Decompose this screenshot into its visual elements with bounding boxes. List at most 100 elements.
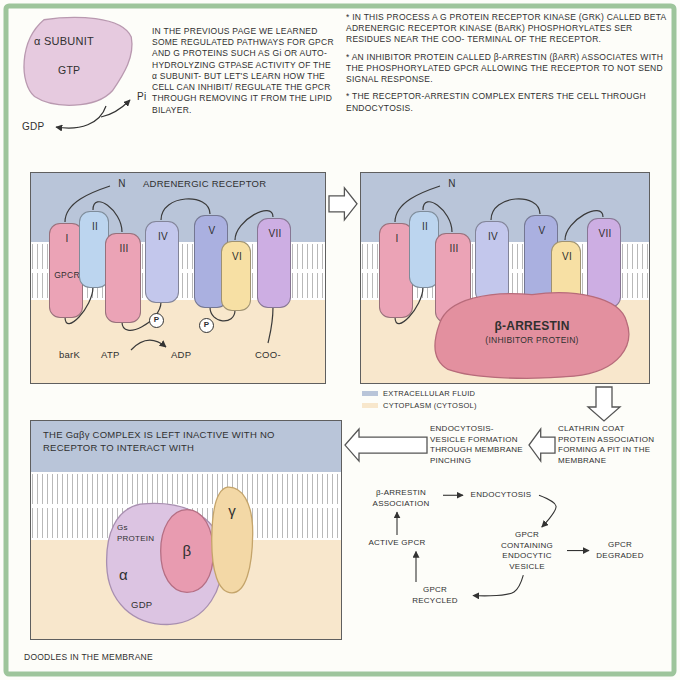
alpha-subunit-blob-fill xyxy=(24,17,132,105)
cycle-text: GPCR DEGRADED xyxy=(592,540,648,561)
text-slot: IV xyxy=(476,230,510,243)
arrestin-blob: β-ARRESTIN(INHIBITOR PROTEIN) xyxy=(427,285,637,381)
helix-segment: IGPCR xyxy=(49,223,83,318)
legend-text: CYTOPLASM (CYTOSOL) xyxy=(383,401,477,411)
panel-label: N xyxy=(115,177,129,190)
text-slot: VI xyxy=(222,250,252,263)
helix-segment: VI xyxy=(221,241,251,311)
alpha-subunit-blob-outline xyxy=(18,14,136,110)
phosphorylation-arrow xyxy=(131,340,166,350)
step-note: ENDOCYTOSIS- VESICLE FORMATION THROUGH M… xyxy=(430,424,526,466)
helix-segment: IV xyxy=(145,221,179,303)
cycle-step: β-ARRESTIN ASSOCIATION xyxy=(362,488,440,509)
text-slot: DOODLES IN THE MEMBRANE xyxy=(24,652,244,663)
text-slot: III xyxy=(106,242,142,255)
text-slot: Pi xyxy=(137,90,151,103)
panel-label: ADRENERGIC RECEPTOR xyxy=(143,178,319,191)
cycle-text: ACTIVE GPCR xyxy=(362,538,432,549)
phosphate-circle: P xyxy=(199,318,214,333)
note-text: GDP xyxy=(22,120,52,133)
legend-row: EXTRACELLULAR FLUID xyxy=(362,389,477,399)
helix-numeral: V xyxy=(195,224,229,237)
text-slot: N xyxy=(445,177,459,190)
text-slot: α xyxy=(119,565,139,585)
cycle-arrow xyxy=(443,495,463,496)
text-slot: VI xyxy=(552,250,582,263)
arrestin-blob-fill xyxy=(435,293,629,379)
text-slot: II xyxy=(410,220,440,233)
cycle-step: GPCR DEGRADED xyxy=(592,540,648,561)
panel-caption: THE Gαβγ COMPLEX IS LEFT INACTIVE WITH N… xyxy=(43,429,331,454)
block-arrow xyxy=(345,429,427,461)
helix-numeral: IV xyxy=(476,230,510,243)
phosphate-label: P xyxy=(204,320,210,331)
text-slot: α SUBUNIT xyxy=(34,34,124,49)
protein-label: (INHIBITOR PROTEIN) xyxy=(485,335,578,346)
text-slot: III xyxy=(436,242,472,255)
helix-numeral: VI xyxy=(222,250,252,263)
helix-numeral: VII xyxy=(258,227,292,240)
helix-numeral: III xyxy=(106,242,142,255)
helix-segment: I xyxy=(379,223,413,318)
text-slot: IV xyxy=(146,230,180,243)
g-beta-blob: β xyxy=(159,507,215,595)
note-column: * IN THIS PROCESS A G PROTEIN RECEPTOR K… xyxy=(346,12,668,114)
lipid-leaflet xyxy=(30,474,342,504)
cycle-arrow xyxy=(567,550,589,551)
helix-numeral: II xyxy=(80,220,110,233)
step-note: CLATHRIN COAT PROTEIN ASSOCIATION FORMIN… xyxy=(558,424,664,466)
alpha-subunit-blob: α SUBUNIT GTP xyxy=(18,14,136,110)
panel-label: ADP xyxy=(171,349,203,362)
g-gamma-blob-outline xyxy=(209,485,255,595)
page-frame xyxy=(6,6,674,674)
cycle-arrow xyxy=(396,512,397,535)
helix-numeral: V xyxy=(525,224,559,237)
legend-swatch xyxy=(362,403,378,408)
protein-label: β xyxy=(183,541,192,561)
text-slot: ADRENERGIC RECEPTOR xyxy=(143,178,319,191)
panel-label: barK xyxy=(59,349,95,362)
text-slot: barK xyxy=(59,349,95,362)
helix-numeral: VII xyxy=(588,227,622,240)
protein-label: Gs PROTEIN xyxy=(117,523,157,544)
text-slot: N xyxy=(115,177,129,190)
text-slot: V xyxy=(195,224,229,237)
cycle-step: GPCR RECYCLED xyxy=(400,585,470,606)
block-arrow xyxy=(588,387,620,421)
extracellular-region xyxy=(30,420,342,472)
panel-label: ATP xyxy=(101,349,131,362)
g-gamma-blob: γ xyxy=(209,485,255,595)
arrestin-panel: NIIIIIIIVVVIVIIβ-ARRESTIN(INHIBITOR PROT… xyxy=(360,172,650,384)
protein-label: γ xyxy=(228,501,236,521)
panel-label: COO- xyxy=(255,349,299,362)
legend: EXTRACELLULAR FLUID CYTOPLASM (CYTOSOL) xyxy=(362,389,477,413)
cycle-text: GPCR RECYCLED xyxy=(400,585,470,606)
note-text: Pi xyxy=(137,90,151,103)
cycle-arrow xyxy=(473,575,523,596)
text-slot: V xyxy=(525,224,559,237)
panel-one-ground xyxy=(30,172,326,384)
pi-arrow xyxy=(101,100,130,117)
receptor-loops xyxy=(65,186,273,350)
note-text: IN THE PREVIOUS PAGE WE LEARNED SOME REG… xyxy=(152,26,336,116)
g-gamma-blob-fill xyxy=(212,487,253,593)
helix-segment: III xyxy=(105,233,141,323)
helix-numeral: VI xyxy=(552,250,582,263)
subunit-label: GTP xyxy=(58,64,98,78)
panel-label: N xyxy=(445,177,459,190)
step-text: CLATHRIN COAT PROTEIN ASSOCIATION FORMIN… xyxy=(558,424,664,466)
text-slot: IN THE PREVIOUS PAGE WE LEARNED SOME REG… xyxy=(152,26,336,116)
legend-row: CYTOPLASM (CYTOSOL) xyxy=(362,401,477,411)
cycle-step: GPCR CONTAINING ENDOCYTIC VESICLE xyxy=(490,530,564,572)
phosphate-circle: P xyxy=(149,313,164,328)
text-slot: VII xyxy=(258,227,292,240)
text-slot: II xyxy=(80,220,110,233)
text-slot: GDP xyxy=(22,120,52,133)
cycle-arrow xyxy=(415,552,416,582)
panel-three-ground xyxy=(30,420,342,640)
protein-label: GDP xyxy=(131,599,167,612)
helix-numeral: III xyxy=(436,242,472,255)
helix-segment: IV xyxy=(475,221,509,303)
helix-segment: VII xyxy=(587,218,621,308)
panel-two-ground xyxy=(360,172,650,384)
